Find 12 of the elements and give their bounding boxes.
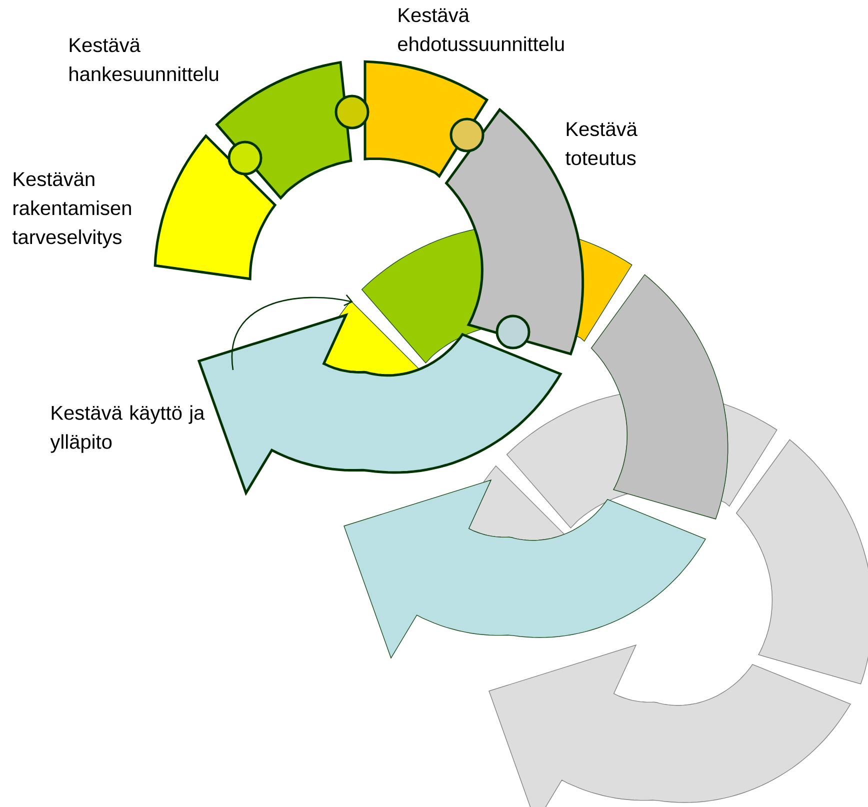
ring-segment: [323, 300, 420, 376]
arrow: [231, 294, 353, 370]
segment-label: Kestävä hankesuunnittelu: [70, 38, 218, 82]
segment-label: Kestävä ehdotussuunnittelu: [398, 8, 564, 52]
ring-segment: [736, 439, 868, 684]
ring-segment: [590, 274, 728, 520]
ring-segment: [576, 238, 632, 342]
segment-label: Kestävän rakentamisen tarveselvitys: [12, 172, 131, 248]
ring-segment: [468, 465, 565, 541]
segment-label: Kestävä käyttö ja ylläpito: [50, 405, 205, 453]
ring-segment: [720, 403, 778, 507]
segment-label: Kestävä toteutus: [566, 122, 638, 166]
